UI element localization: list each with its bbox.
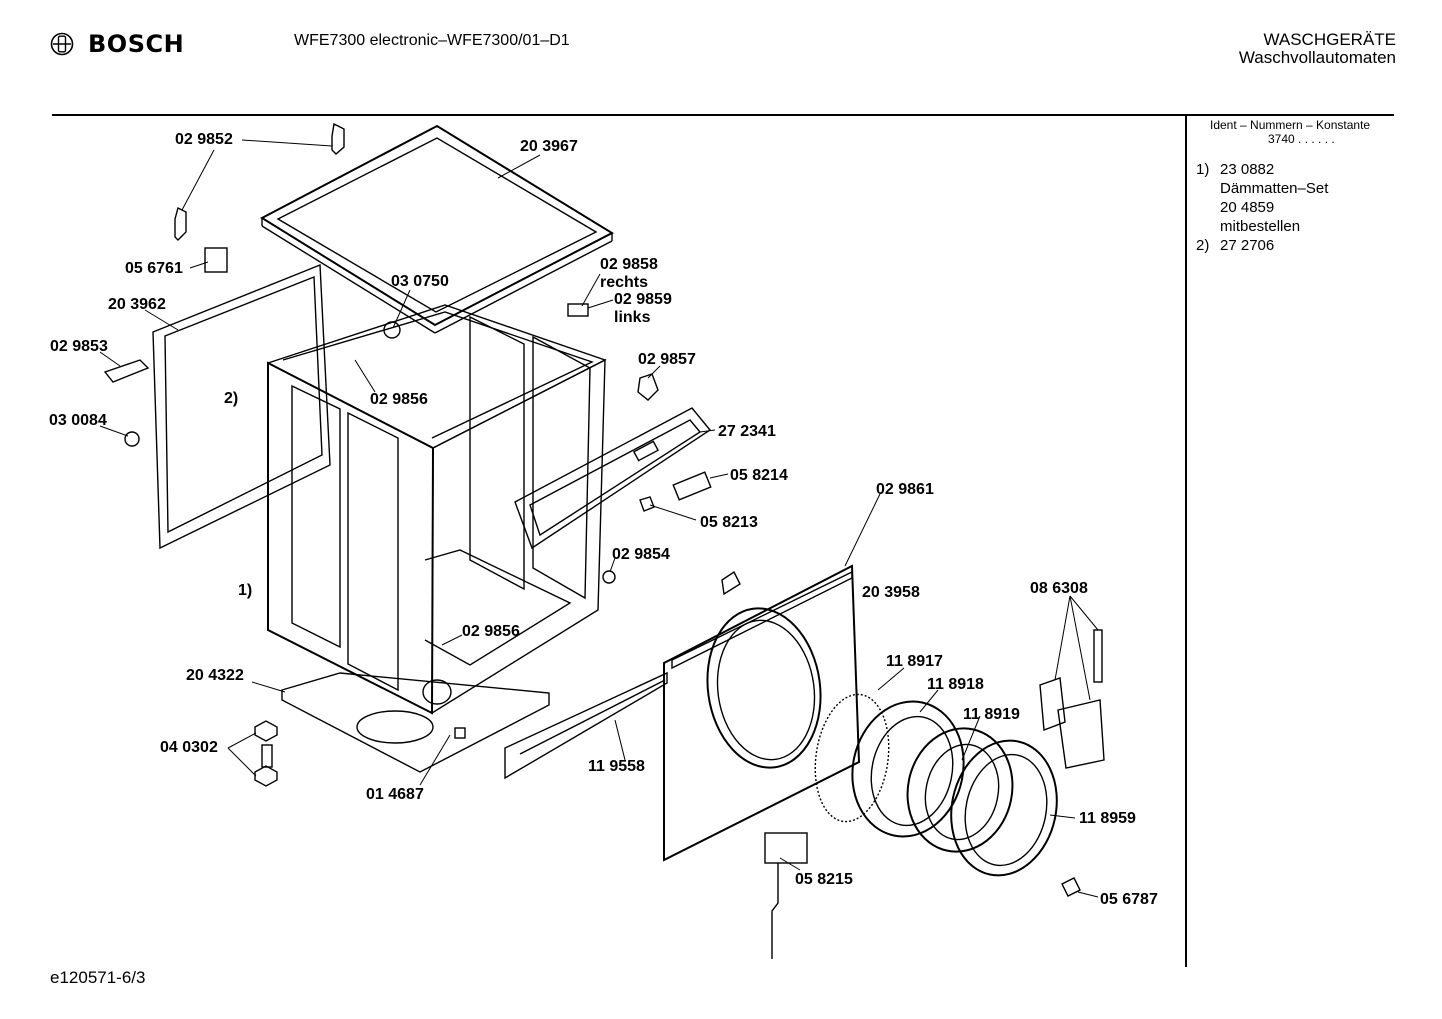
door-parts: [814, 693, 1058, 877]
cabinet-body-part: [267, 304, 607, 715]
part-label: 02 9852: [175, 131, 233, 148]
part-label: 2): [224, 390, 238, 407]
brand-name: BOSCH: [88, 30, 185, 58]
part-label: 05 8213: [700, 514, 758, 531]
sidebar-divider: [1185, 116, 1187, 967]
drawing-code: e120571-6/3: [50, 968, 146, 987]
part-label: 05 6761: [125, 260, 183, 277]
note-line: 27 2706: [1220, 237, 1275, 254]
part-label: 20 3958: [862, 584, 920, 601]
lower-strip-part: [504, 671, 668, 780]
note-key: 2): [1196, 237, 1210, 254]
note-key: 1): [1196, 161, 1210, 178]
note-item: 1) 23 0882: [1196, 160, 1392, 179]
part-label: 02 9859: [614, 291, 672, 308]
ident-heading: Ident – Nummern – Konstante: [1210, 118, 1371, 132]
category-title: WASCHGERÄTE: [1263, 30, 1396, 49]
part-label: 05 8214: [730, 467, 788, 484]
model-title: WFE7300 electronic–WFE7300/01–D1: [294, 32, 570, 49]
part-label: 11 8918: [927, 676, 984, 693]
part-label: 27 2341: [718, 423, 776, 440]
part-label: 02 9854: [612, 546, 670, 563]
leader-lines: [99, 139, 1099, 898]
base-plate-part: [281, 672, 550, 773]
hinge-part: [1039, 629, 1105, 769]
sidebar: Ident – Nummern – Konstante 3740 . . . .…: [1192, 118, 1392, 255]
notes-list: 1) 23 0882 Dämmatten–Set 20 4859 mitbest…: [1192, 160, 1392, 255]
front-panel-part: [663, 564, 861, 862]
bosch-armature-icon: [50, 32, 74, 56]
part-label: 02 9853: [50, 338, 108, 355]
top-lid-part: [259, 124, 615, 334]
category-subtitle: Waschvollautomaten: [1238, 48, 1396, 67]
note-item: 2) 27 2706: [1196, 236, 1392, 255]
part-label: 03 0084: [49, 412, 107, 429]
note-line: 23 0882: [1220, 161, 1275, 178]
part-label: 01 4687: [366, 786, 424, 803]
part-label: 20 3962: [108, 296, 166, 313]
part-label: 02 9861: [876, 481, 934, 498]
part-label: 02 9856: [462, 623, 520, 640]
part-label: 11 9558: [588, 758, 645, 775]
brand-logo: BOSCH: [50, 30, 184, 58]
note-line: 20 4859: [1220, 199, 1275, 216]
part-label: 04 0302: [160, 739, 218, 756]
header-divider: [52, 114, 1394, 116]
note-line: mitbestellen: [1220, 218, 1301, 235]
part-label: 11 8959: [1079, 810, 1136, 827]
part-label: 03 0750: [391, 273, 449, 290]
part-label: 02 9856: [370, 391, 428, 408]
part-label: 1): [238, 582, 252, 599]
part-label: 08 6308: [1030, 580, 1088, 597]
part-label: 05 8215: [795, 871, 853, 888]
part-label: 02 9857: [638, 351, 696, 368]
part-label: 11 8917: [886, 653, 943, 670]
part-label: 02 9858: [600, 256, 658, 273]
part-label: 20 4322: [186, 667, 244, 684]
note-line: Dämmatten–Set: [1220, 180, 1329, 197]
konstante-value: 3740 . . . . . .: [1268, 132, 1335, 146]
part-label: links: [614, 309, 651, 326]
part-labels: 02 9852 20 3967 05 6761 20 3962 03 0750 …: [49, 131, 1158, 908]
part-label: 11 8919: [963, 706, 1020, 723]
part-label: 20 3967: [520, 138, 578, 155]
rear-panel-part: [152, 263, 331, 550]
part-label: rechts: [600, 274, 648, 291]
control-panel-bracket-part: [514, 407, 712, 550]
exploded-view-diagram: 02 9852 20 3967 05 6761 20 3962 03 0750 …: [49, 122, 1158, 959]
small-parts: [103, 122, 1081, 959]
part-label: 05 6787: [1100, 891, 1158, 908]
